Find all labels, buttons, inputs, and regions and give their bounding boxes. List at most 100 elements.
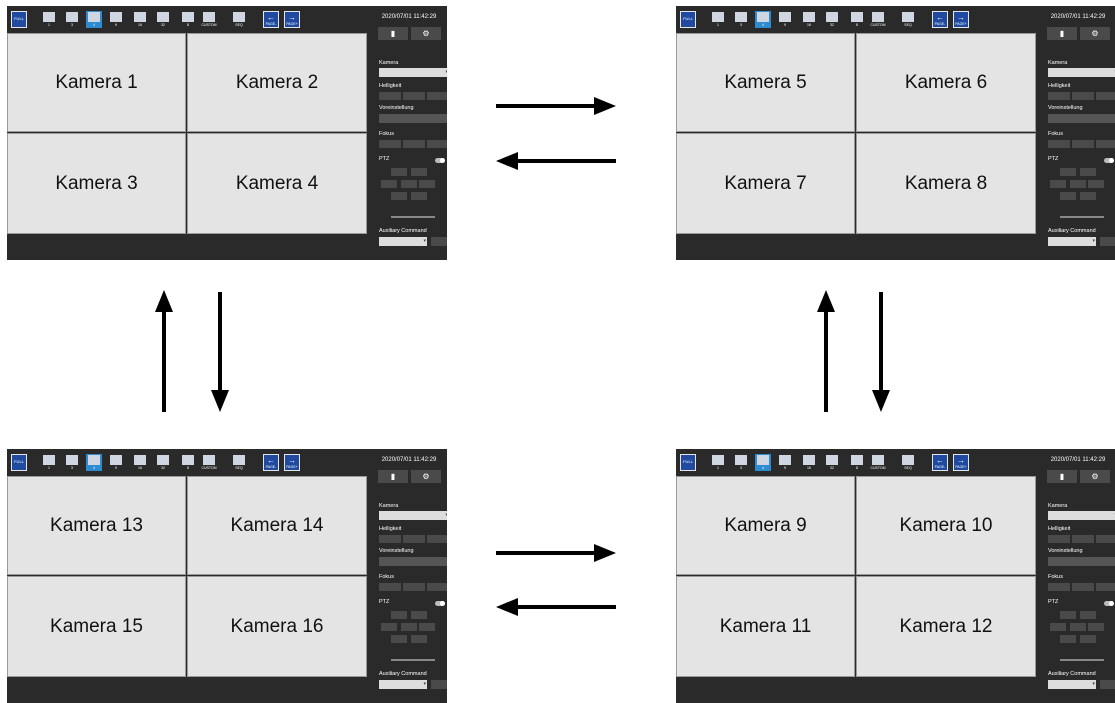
- focus-button[interactable]: [403, 140, 425, 148]
- layout-button-full[interactable]: FULL: [11, 454, 27, 471]
- layout-button-1[interactable]: 1: [41, 11, 57, 28]
- camera-select[interactable]: ▾: [379, 511, 447, 520]
- focus-button[interactable]: [1072, 583, 1094, 591]
- settings-button[interactable]: ⚙: [411, 470, 441, 483]
- layout-button-page-[interactable]: →PAGE+: [953, 454, 969, 471]
- zoom-slider[interactable]: [391, 216, 435, 218]
- layout-button-seq[interactable]: SEQ: [231, 11, 247, 28]
- layout-button-8[interactable]: 8: [849, 454, 865, 471]
- camera-tile[interactable]: Kamera 10: [856, 476, 1036, 575]
- layout-button-page-[interactable]: ←PAGE-: [932, 454, 948, 471]
- zoom-slider[interactable]: [1060, 659, 1104, 661]
- focus-button[interactable]: [427, 140, 447, 148]
- ptz-direction-button[interactable]: [419, 623, 435, 631]
- ptz-toggle[interactable]: [1104, 158, 1114, 163]
- ptz-toggle[interactable]: [435, 158, 445, 163]
- focus-button[interactable]: [427, 583, 447, 591]
- camera-tile[interactable]: Kamera 15: [7, 576, 186, 677]
- layout-button-8[interactable]: 8: [180, 11, 196, 28]
- brightness-button[interactable]: [1096, 535, 1115, 543]
- layout-button-full[interactable]: FULL: [680, 11, 696, 28]
- camera-tile[interactable]: Kamera 9: [676, 476, 855, 575]
- camera-tile[interactable]: Kamera 14: [187, 476, 367, 575]
- zoom-slider[interactable]: [391, 659, 435, 661]
- ptz-direction-button[interactable]: [381, 180, 397, 188]
- layout-button-custom[interactable]: CUSTOM: [870, 454, 886, 471]
- send-command-button[interactable]: [1100, 680, 1115, 689]
- layout-button-4[interactable]: 4: [86, 454, 102, 471]
- layout-button-16[interactable]: 16: [801, 454, 817, 471]
- layout-button-full[interactable]: FULL: [680, 454, 696, 471]
- auxiliary-command-select[interactable]: ▾: [379, 680, 427, 689]
- ptz-direction-button[interactable]: [1050, 180, 1066, 188]
- layout-button-16[interactable]: 16: [801, 11, 817, 28]
- layout-button-4[interactable]: 4: [755, 454, 771, 471]
- ptz-direction-button[interactable]: [1080, 635, 1096, 643]
- ptz-direction-button[interactable]: [381, 623, 397, 631]
- focus-button[interactable]: [379, 583, 401, 591]
- brightness-button[interactable]: [403, 92, 425, 100]
- camera-select[interactable]: ▾: [379, 68, 447, 77]
- camera-tile[interactable]: Kamera 4: [187, 133, 367, 234]
- layout-button-page-[interactable]: →PAGE+: [284, 11, 300, 28]
- ptz-direction-button[interactable]: [391, 192, 407, 200]
- send-command-button[interactable]: [431, 237, 447, 246]
- camera-tile[interactable]: Kamera 13: [7, 476, 186, 575]
- brightness-button[interactable]: [1048, 535, 1070, 543]
- focus-button[interactable]: [1096, 140, 1115, 148]
- camera-tile[interactable]: Kamera 1: [7, 33, 186, 132]
- preset-select[interactable]: [1048, 557, 1115, 566]
- layout-button-page-[interactable]: ←PAGE-: [932, 11, 948, 28]
- layout-button-page-[interactable]: →PAGE+: [953, 11, 969, 28]
- layout-button-4[interactable]: 4: [755, 11, 771, 28]
- user-button[interactable]: ▮: [378, 470, 408, 483]
- layout-button-16[interactable]: 16: [132, 11, 148, 28]
- preset-select[interactable]: [379, 557, 447, 566]
- layout-button-page-[interactable]: →PAGE+: [284, 454, 300, 471]
- ptz-direction-button[interactable]: [1080, 168, 1096, 176]
- brightness-button[interactable]: [1072, 535, 1094, 543]
- ptz-direction-button[interactable]: [1080, 611, 1096, 619]
- settings-button[interactable]: ⚙: [1080, 470, 1110, 483]
- ptz-toggle[interactable]: [435, 601, 445, 606]
- focus-button[interactable]: [1096, 583, 1115, 591]
- camera-tile[interactable]: Kamera 11: [676, 576, 855, 677]
- ptz-direction-button[interactable]: [1088, 180, 1104, 188]
- camera-tile[interactable]: Kamera 12: [856, 576, 1036, 677]
- brightness-button[interactable]: [379, 92, 401, 100]
- focus-button[interactable]: [1072, 140, 1094, 148]
- user-button[interactable]: ▮: [1047, 27, 1077, 40]
- ptz-direction-button[interactable]: [411, 192, 427, 200]
- preset-select[interactable]: [1048, 114, 1115, 123]
- layout-button-3[interactable]: 3: [733, 454, 749, 471]
- auxiliary-command-select[interactable]: ▾: [379, 237, 427, 246]
- layout-button-3[interactable]: 3: [64, 11, 80, 28]
- ptz-direction-button[interactable]: [1070, 623, 1086, 631]
- focus-button[interactable]: [403, 583, 425, 591]
- camera-select[interactable]: ▾: [1048, 68, 1115, 77]
- layout-button-32[interactable]: 32: [155, 454, 171, 471]
- layout-button-custom[interactable]: CUSTOM: [201, 11, 217, 28]
- send-command-button[interactable]: [431, 680, 447, 689]
- layout-button-seq[interactable]: SEQ: [900, 454, 916, 471]
- ptz-direction-button[interactable]: [1088, 623, 1104, 631]
- layout-button-9[interactable]: 9: [108, 454, 124, 471]
- camera-tile[interactable]: Kamera 3: [7, 133, 186, 234]
- brightness-button[interactable]: [427, 535, 447, 543]
- ptz-direction-button[interactable]: [1080, 192, 1096, 200]
- brightness-button[interactable]: [379, 535, 401, 543]
- brightness-button[interactable]: [1048, 92, 1070, 100]
- layout-button-9[interactable]: 9: [777, 11, 793, 28]
- send-command-button[interactable]: [1100, 237, 1115, 246]
- camera-tile[interactable]: Kamera 8: [856, 133, 1036, 234]
- focus-button[interactable]: [1048, 140, 1070, 148]
- brightness-button[interactable]: [427, 92, 447, 100]
- layout-button-page-[interactable]: ←PAGE-: [263, 454, 279, 471]
- camera-tile[interactable]: Kamera 2: [187, 33, 367, 132]
- layout-button-3[interactable]: 3: [733, 11, 749, 28]
- layout-button-9[interactable]: 9: [777, 454, 793, 471]
- layout-button-1[interactable]: 1: [710, 454, 726, 471]
- settings-button[interactable]: ⚙: [411, 27, 441, 40]
- ptz-direction-button[interactable]: [1070, 180, 1086, 188]
- layout-button-custom[interactable]: CUSTOM: [201, 454, 217, 471]
